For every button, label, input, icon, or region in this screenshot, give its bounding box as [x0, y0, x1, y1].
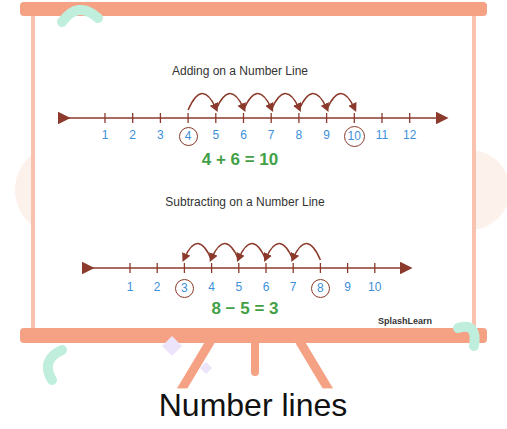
tick-mark — [160, 113, 161, 123]
tick-mark — [132, 113, 133, 123]
tick-number: 4 — [208, 281, 215, 294]
tick-number: 1 — [127, 281, 134, 294]
hop-arrow — [266, 243, 293, 260]
number-line — [68, 117, 446, 119]
decoration-diamond — [162, 336, 182, 356]
tick-mark — [326, 113, 327, 123]
equation: 8 − 5 = 3 — [211, 300, 278, 319]
brand-watermark: SplashLearn — [378, 317, 432, 327]
tick-mark — [104, 113, 105, 123]
tick-mark — [347, 263, 348, 273]
number-line — [92, 267, 410, 269]
tick-number: 5 — [235, 281, 242, 294]
tick-number: 2 — [129, 129, 136, 142]
tick-number: 12 — [403, 129, 416, 142]
tick-number: 3 — [157, 129, 164, 142]
circled-number-text: 10 — [348, 130, 361, 142]
tick-number: 6 — [263, 281, 270, 294]
tick-mark — [129, 263, 130, 273]
decoration-arc — [48, 350, 62, 380]
hop-arrow — [188, 93, 216, 110]
tick-number: 7 — [290, 281, 297, 294]
tick-number: 7 — [268, 129, 275, 142]
hop-arrow — [239, 243, 266, 260]
hop-arrow — [216, 93, 244, 110]
tick-mark — [374, 263, 375, 273]
hop-arrow — [271, 93, 299, 110]
tick-number: 8 — [296, 129, 303, 142]
tick-number: 1 — [102, 129, 109, 142]
tick-number: 10 — [368, 281, 381, 294]
section-heading: Subtracting on a Number Line — [165, 196, 324, 209]
tick-number: 2 — [154, 281, 161, 294]
hop-arrow — [327, 93, 355, 110]
tick-mark — [293, 263, 294, 273]
tick-number: 5 — [212, 129, 219, 142]
tick-mark — [187, 113, 188, 123]
circled-number: 8 — [311, 279, 330, 298]
tick-mark — [238, 263, 239, 273]
tick-number: 11 — [376, 129, 388, 142]
hop-arrow — [293, 243, 320, 260]
tick-mark — [265, 263, 266, 273]
decoration-arc — [458, 327, 475, 346]
hop-arrow — [184, 243, 211, 260]
tick-mark — [184, 263, 185, 273]
tick-mark — [320, 263, 321, 273]
tick-mark — [243, 113, 244, 123]
tick-number: 9 — [344, 281, 351, 294]
tick-mark — [211, 263, 212, 273]
circled-number-text: 8 — [317, 282, 324, 294]
hop-arrow — [212, 243, 239, 260]
tick-number: 9 — [323, 129, 330, 142]
tick-mark — [381, 113, 382, 123]
tick-mark — [409, 113, 410, 123]
circled-number-text: 4 — [185, 130, 192, 142]
caption: Number lines — [155, 388, 352, 423]
decoration-arc — [62, 10, 98, 22]
board-panel — [33, 10, 474, 332]
tick-mark — [298, 113, 299, 123]
board-bottom-bar — [20, 328, 487, 343]
decoration-diamond — [200, 362, 212, 374]
circled-number-text: 3 — [181, 282, 188, 294]
hop-arrow — [244, 93, 272, 110]
tick-number: 6 — [240, 129, 247, 142]
tick-mark — [215, 113, 216, 123]
section-heading: Adding on a Number Line — [172, 65, 308, 78]
tick-mark — [157, 263, 158, 273]
tick-mark — [354, 113, 355, 123]
equation: 4 + 6 = 10 — [202, 151, 279, 170]
tick-mark — [271, 113, 272, 123]
circled-number: 10 — [344, 126, 365, 147]
easel-leg — [300, 342, 330, 392]
circled-number: 3 — [175, 279, 194, 298]
circled-number: 4 — [179, 127, 198, 146]
easel-leg — [251, 342, 259, 372]
hop-arrow — [299, 93, 327, 110]
